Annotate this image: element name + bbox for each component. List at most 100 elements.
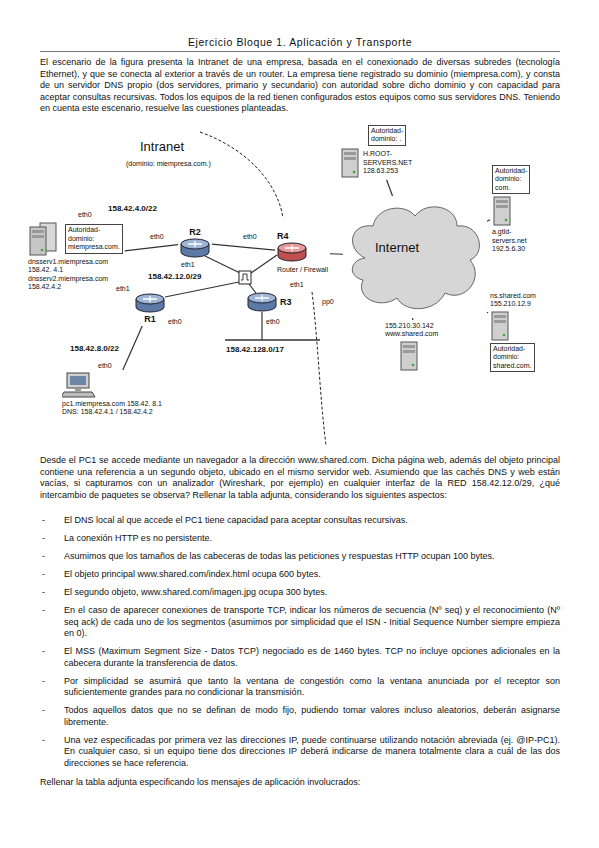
bullet-dash: - <box>40 587 64 599</box>
bullet-dash: - <box>40 646 64 669</box>
router-caption: Router / Firewall <box>277 266 328 274</box>
node-row: Autoridad-dominio: shared.com. <box>490 343 535 372</box>
subnet-label: 158.42.4.0/22 <box>108 204 157 213</box>
router: R2 <box>180 227 210 258</box>
node-row: H.ROOT-SERVERS.NET 128.63.253 <box>340 148 412 178</box>
network-link <box>412 318 413 320</box>
node-row <box>492 196 512 226</box>
intro-block: El escenario de la figura presenta la In… <box>40 57 560 115</box>
interface-label: eth0 <box>78 211 92 219</box>
internet-cloud: Internet <box>345 198 485 316</box>
bullet-text: Por simplicidad se asumirá que tanto la … <box>64 676 560 699</box>
router: R3 <box>247 292 292 312</box>
router: R1 <box>135 293 165 324</box>
server-icon <box>340 148 360 178</box>
server-icon <box>492 196 512 226</box>
node-row <box>385 341 419 371</box>
bullet-dash: - <box>40 605 64 640</box>
host-node: Autoridad-dominio: miempresa.com. dnsserv… <box>28 222 123 292</box>
host-node: 155.210.30.142 www.shared.com <box>385 322 438 371</box>
pc-icon <box>62 372 96 398</box>
bullet-row: -Una vez especificadas por primera vez l… <box>40 735 560 770</box>
interface-label: eth0 <box>168 318 182 326</box>
intranet-boundary <box>200 132 283 218</box>
node-row: a.gtld-servers.net 192.5.6.30 <box>492 228 527 253</box>
server-icon <box>490 311 510 341</box>
network-link <box>330 253 343 255</box>
interface-label: eth0 <box>98 362 112 370</box>
host-node: Autoridad-dominio: com. a.gtld-servers.ne… <box>492 165 530 253</box>
server-icon <box>399 341 419 371</box>
node-row: dnsserv1.miempresa.com 158.42. 4.1 dnsse… <box>28 258 114 292</box>
network-link <box>487 312 488 314</box>
router-icon <box>180 238 210 258</box>
node-row: pc1.miempresa.com 158.42. 8.1 DNS: 158.4… <box>62 400 162 417</box>
interface-label: pp0 <box>322 298 334 306</box>
bullet-row: -Todos aquellos datos que no se definan … <box>40 705 560 728</box>
authority-box: Autoridad-dominio: . <box>368 125 406 146</box>
bullet-text: El segundo objeto, www.shared.com/imagen… <box>64 587 560 599</box>
bullet-text: La conexión HTTP es no persistente. <box>64 533 560 545</box>
region-label: Intranet <box>140 139 184 154</box>
host-label: 155.210.30.142 www.shared.com <box>385 322 438 339</box>
question-paragraph: Desde el PC1 se accede mediante un naveg… <box>40 455 560 501</box>
bullet-dash: - <box>40 515 64 527</box>
interface-label: eth0 <box>243 233 257 241</box>
bullet-dash: - <box>40 533 64 545</box>
interface-label: eth1 <box>116 285 130 293</box>
node-row: Autoridad-dominio: com. <box>492 165 530 194</box>
subnet-label: 158.42.12.0/29 <box>148 272 201 281</box>
interface-label: eth1 <box>290 281 304 289</box>
bullet-row: -El MSS (Maximum Segment Size - Datos TC… <box>40 646 560 669</box>
bullet-row: -En el caso de aparecer conexiones de tr… <box>40 605 560 640</box>
authority-box: Autoridad-dominio: com. <box>492 165 530 194</box>
bullet-text: El DNS local al que accede el PC1 tiene … <box>64 515 560 527</box>
intro-paragraph: El escenario de la figura presenta la In… <box>40 57 560 115</box>
interface-label: (dominio: miempresa.com.) <box>126 160 211 168</box>
bullet-row: -El objeto principal www.shared.com/inde… <box>40 569 560 581</box>
node-row: Autoridad-dominio: miempresa.com. <box>28 222 123 256</box>
intranet-boundary <box>312 292 326 445</box>
bullet-dash: - <box>40 569 64 581</box>
cloud-shape <box>345 198 485 316</box>
host-label: a.gtld-servers.net 192.5.6.30 <box>492 228 527 253</box>
hub-symbol <box>239 271 251 284</box>
host-label: H.ROOT-SERVERS.NET 128.63.253 <box>363 150 412 175</box>
router-label: R2 <box>189 227 201 237</box>
host-label: dnsserv1.miempresa.com 158.42. 4.1 dnsse… <box>28 258 114 292</box>
network-link <box>387 180 393 196</box>
page-title: Ejercicio Bloque 1. Aplicación y Transpo… <box>40 36 560 52</box>
bullet-text: El MSS (Maximum Segment Size - Datos TCP… <box>64 646 560 669</box>
node-row <box>62 372 96 398</box>
interface-label: eth0 <box>266 318 280 326</box>
bullet-row: -Por simplicidad se asumirá que tanto la… <box>40 676 560 699</box>
router-label: R4 <box>277 231 289 241</box>
bullet-dash: - <box>40 705 64 728</box>
node-row: ns.shared.com 155.210.12.9 <box>490 292 536 309</box>
node-row: Autoridad-dominio: . <box>340 125 406 146</box>
server2-icon <box>28 222 62 256</box>
bullet-row: -La conexión HTTP es no persistente. <box>40 533 560 545</box>
network-link <box>487 220 490 221</box>
network-link <box>125 245 178 251</box>
interface-label: eth0 <box>150 233 164 241</box>
network-link <box>123 326 142 370</box>
bullet-text: En el caso de aparecer conexiones de tra… <box>64 605 560 640</box>
bullet-text: El objeto principal www.shared.com/index… <box>64 569 560 581</box>
node-row <box>490 311 510 341</box>
authority-box: Autoridad-dominio: miempresa.com. <box>65 224 123 253</box>
bullet-dash: - <box>40 551 64 563</box>
host-label: ns.shared.com 155.210.12.9 <box>490 292 536 309</box>
host-node: Autoridad-dominio: . H.ROOT-SERVERS.NET 1… <box>340 125 412 178</box>
interface-label: eth1 <box>181 261 195 269</box>
bullet-dash: - <box>40 735 64 770</box>
bullet-row: -El segundo objeto, www.shared.com/image… <box>40 587 560 599</box>
bullet-dash: - <box>40 676 64 699</box>
closing-line: Rellenar la tabla adjunta especificando … <box>40 777 560 789</box>
router-label: R3 <box>280 297 292 307</box>
cloud-label: Internet <box>345 198 485 255</box>
router-icon <box>247 292 277 312</box>
bullet-text: Una vez especificadas por primera vez la… <box>64 735 560 770</box>
router-icon <box>277 242 307 262</box>
host-node: ns.shared.com 155.210.12.9Autoridad-domi… <box>490 292 536 372</box>
